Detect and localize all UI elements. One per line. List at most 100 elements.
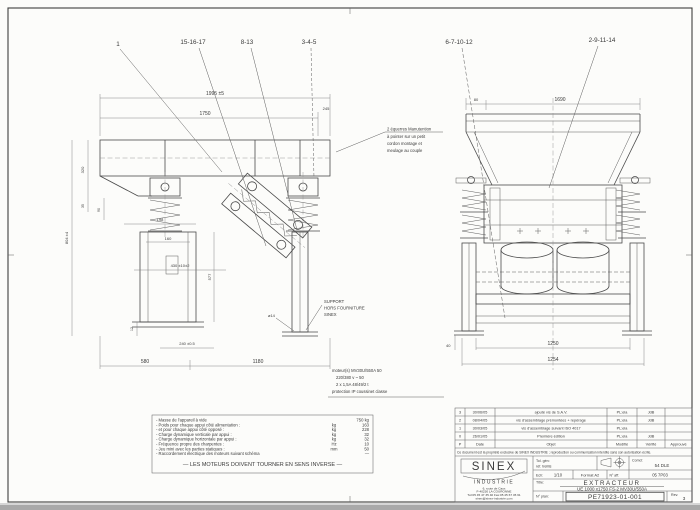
support-note-line2: HORS FOURNITURE bbox=[324, 306, 365, 311]
support-note-line1: SUPPORT bbox=[324, 299, 345, 304]
rev-cell: 30/03/05 bbox=[473, 426, 488, 430]
notes-line: - Fréquence propre des charpentes : Hz 1… bbox=[156, 442, 370, 447]
note-label: - Charge dynamique verticale par appui : bbox=[156, 432, 232, 437]
rev-header-cell: P bbox=[459, 442, 462, 446]
logo-text: SINEX bbox=[472, 461, 517, 473]
tolerance-value: réf. treillis bbox=[536, 465, 552, 469]
dim-12: 12 bbox=[130, 327, 134, 331]
notes-line: - Masse de l'appareil à vide 750 kg bbox=[156, 418, 370, 423]
dim-245: 245 bbox=[323, 106, 330, 111]
rev-cell: 08/04/05 bbox=[473, 418, 488, 422]
note-value: 10 bbox=[364, 442, 369, 447]
rev-cell: ajouté vis de S.A.V. bbox=[535, 410, 568, 414]
dim-198: 198 bbox=[157, 217, 164, 222]
logo-subtext: INDUSTRIE bbox=[474, 480, 514, 486]
bracket-note-line1: 2 équerres Manutention bbox=[387, 127, 432, 132]
note-label: - Jeu mini avec les parties statiques : bbox=[156, 446, 225, 451]
frame-center-ticks bbox=[8, 8, 692, 502]
dim-80: 80 bbox=[474, 97, 479, 102]
rev-cell: PL:ela bbox=[617, 434, 629, 438]
callout-3-4-5: 3-4-5 bbox=[302, 39, 317, 46]
note-label: - et pour chaque appui côté opposé : bbox=[156, 427, 224, 432]
motor-note-line2: 220/380 v ~ 50 bbox=[336, 375, 364, 380]
dim-1254: 1254 bbox=[547, 357, 558, 363]
address-line: sinex@sinex-industrie.com bbox=[475, 497, 512, 501]
scan-shadow bbox=[0, 505, 700, 510]
scan-shadow-light bbox=[0, 503, 700, 505]
tolerance-label: Tol. gén: bbox=[536, 459, 550, 463]
scale-value: 1/10 bbox=[554, 472, 563, 477]
note-label: - Masse de l'appareil à vide bbox=[156, 418, 208, 423]
rev-cell: Première édition bbox=[537, 434, 565, 438]
dim-35: 35 bbox=[81, 204, 85, 208]
notes-line: - et pour chaque appui côté opposé : kg … bbox=[156, 427, 370, 432]
dim-overall-length: 1995 ±5 bbox=[206, 91, 224, 97]
rev-header-cell: Objet bbox=[546, 442, 556, 446]
note-unit: Hz bbox=[331, 442, 336, 447]
motor-note-line1: moteur(s) MV30U/550A 50 bbox=[332, 368, 382, 373]
dim-580: 580 bbox=[141, 359, 150, 365]
dim-40: 40 bbox=[446, 343, 451, 348]
note-label: - Poids pour chaque appui côté alimentat… bbox=[156, 422, 240, 427]
motor-note-line4: protection IP coussinet classe bbox=[332, 389, 388, 394]
motor-warning-text: — LES MOTEURS DOIVENT TOURNER EN SENS IN… bbox=[183, 462, 343, 468]
dim-dia14: ø14 bbox=[268, 313, 276, 318]
projection-symbol-icon bbox=[600, 456, 626, 469]
address-line: F-40230 LA COURONNE bbox=[477, 490, 512, 494]
property-statement: Ce document est la propriété exclusive d… bbox=[457, 451, 651, 455]
plan-number-label: N° plan: bbox=[536, 495, 549, 499]
affair-value: 05 7P03 bbox=[652, 472, 668, 477]
dim-577: 577 bbox=[207, 273, 212, 280]
note-value: — bbox=[365, 451, 370, 456]
note-label: - Fréquence propre des charpentes : bbox=[156, 442, 224, 447]
rev-cell: PL:ela bbox=[617, 410, 629, 414]
rev-cell: vis d'assemblage prémontées + repérage bbox=[516, 418, 586, 422]
note-unit: kg bbox=[332, 422, 337, 427]
dim-320: 320 bbox=[80, 166, 85, 173]
callout-2-9-11-14: 2-9-11-14 bbox=[589, 37, 616, 44]
dim-1250: 1250 bbox=[547, 341, 558, 347]
rev-cell: 2 bbox=[459, 418, 461, 422]
bracket-note: 2 équerres Manutention à pointer sur un … bbox=[335, 127, 443, 153]
rev-header-cell: Vérifié bbox=[646, 442, 657, 446]
callout-1: 1 bbox=[116, 41, 120, 48]
note-label: - Charge dynamique horizontale par appui… bbox=[156, 437, 237, 442]
callout-8-13: 8-13 bbox=[241, 39, 254, 46]
notes-line: - Charge dynamique horizontale par appui… bbox=[156, 437, 370, 442]
drawing-subtitle: UE 1000 x1750 FS-2 MV30U/550A bbox=[577, 486, 647, 491]
rev-cell: JdB bbox=[648, 418, 655, 422]
rev-cell: 0 bbox=[459, 434, 461, 438]
dim-90: 90 bbox=[97, 208, 101, 212]
note-value: 163 bbox=[362, 422, 370, 427]
format-value: Format A2 bbox=[581, 472, 600, 477]
affair-label: N° aff: bbox=[610, 473, 619, 477]
rev-cell: 26/01/05 bbox=[473, 434, 488, 438]
rev-cell: vis d'assemblage suivant ISO 4017 bbox=[521, 426, 580, 430]
note-value: 50 bbox=[364, 446, 369, 451]
note-unit: mm bbox=[331, 446, 338, 451]
motor-spec-note: moteur(s) MV30U/550A 50 220/380 v ~ 50 2… bbox=[328, 368, 444, 398]
dim-1750: 1750 bbox=[199, 111, 210, 117]
dim-1690: 1690 bbox=[554, 97, 565, 103]
note-label: - Raccordement électrique des moteurs su… bbox=[156, 451, 260, 456]
rev-cell: 3 bbox=[459, 410, 461, 414]
plan-number-value: PE71923-01-001 bbox=[588, 494, 642, 501]
exciter-assembly bbox=[221, 172, 313, 259]
revision-label: Rev. bbox=[671, 493, 678, 497]
rev-header-cell: Modifié bbox=[616, 442, 628, 446]
right-view: 80 1690 1250 1254 40 6-7-10-12 2-9-11-14 bbox=[445, 37, 652, 370]
bracket-note-line4: meulage au couple bbox=[387, 148, 423, 153]
rev-header-cell: Approuvé bbox=[670, 442, 686, 446]
notes-line: - Poids pour chaque appui côté alimentat… bbox=[156, 422, 370, 427]
dim-160: 160 bbox=[165, 236, 172, 241]
motor-note-line3: 2 x 1,5A 48/49/2 t bbox=[336, 382, 369, 387]
support-note-line3: SINEX bbox=[324, 312, 337, 317]
note-unit: kg bbox=[332, 432, 337, 437]
bracket-note-line2: à pointer sur un petit bbox=[387, 134, 426, 139]
company-logo: SINEX INDUSTRIE 6, route de Caux F-40230… bbox=[460, 458, 528, 501]
address-line: Tél:05 45 47 35 40 Fax:05 45 67 45 61 bbox=[467, 493, 521, 497]
revision-table: 3 30/06/05 ajouté vis de S.A.V. PL:ela J… bbox=[459, 410, 687, 446]
rev-cell: JdB bbox=[648, 434, 655, 438]
